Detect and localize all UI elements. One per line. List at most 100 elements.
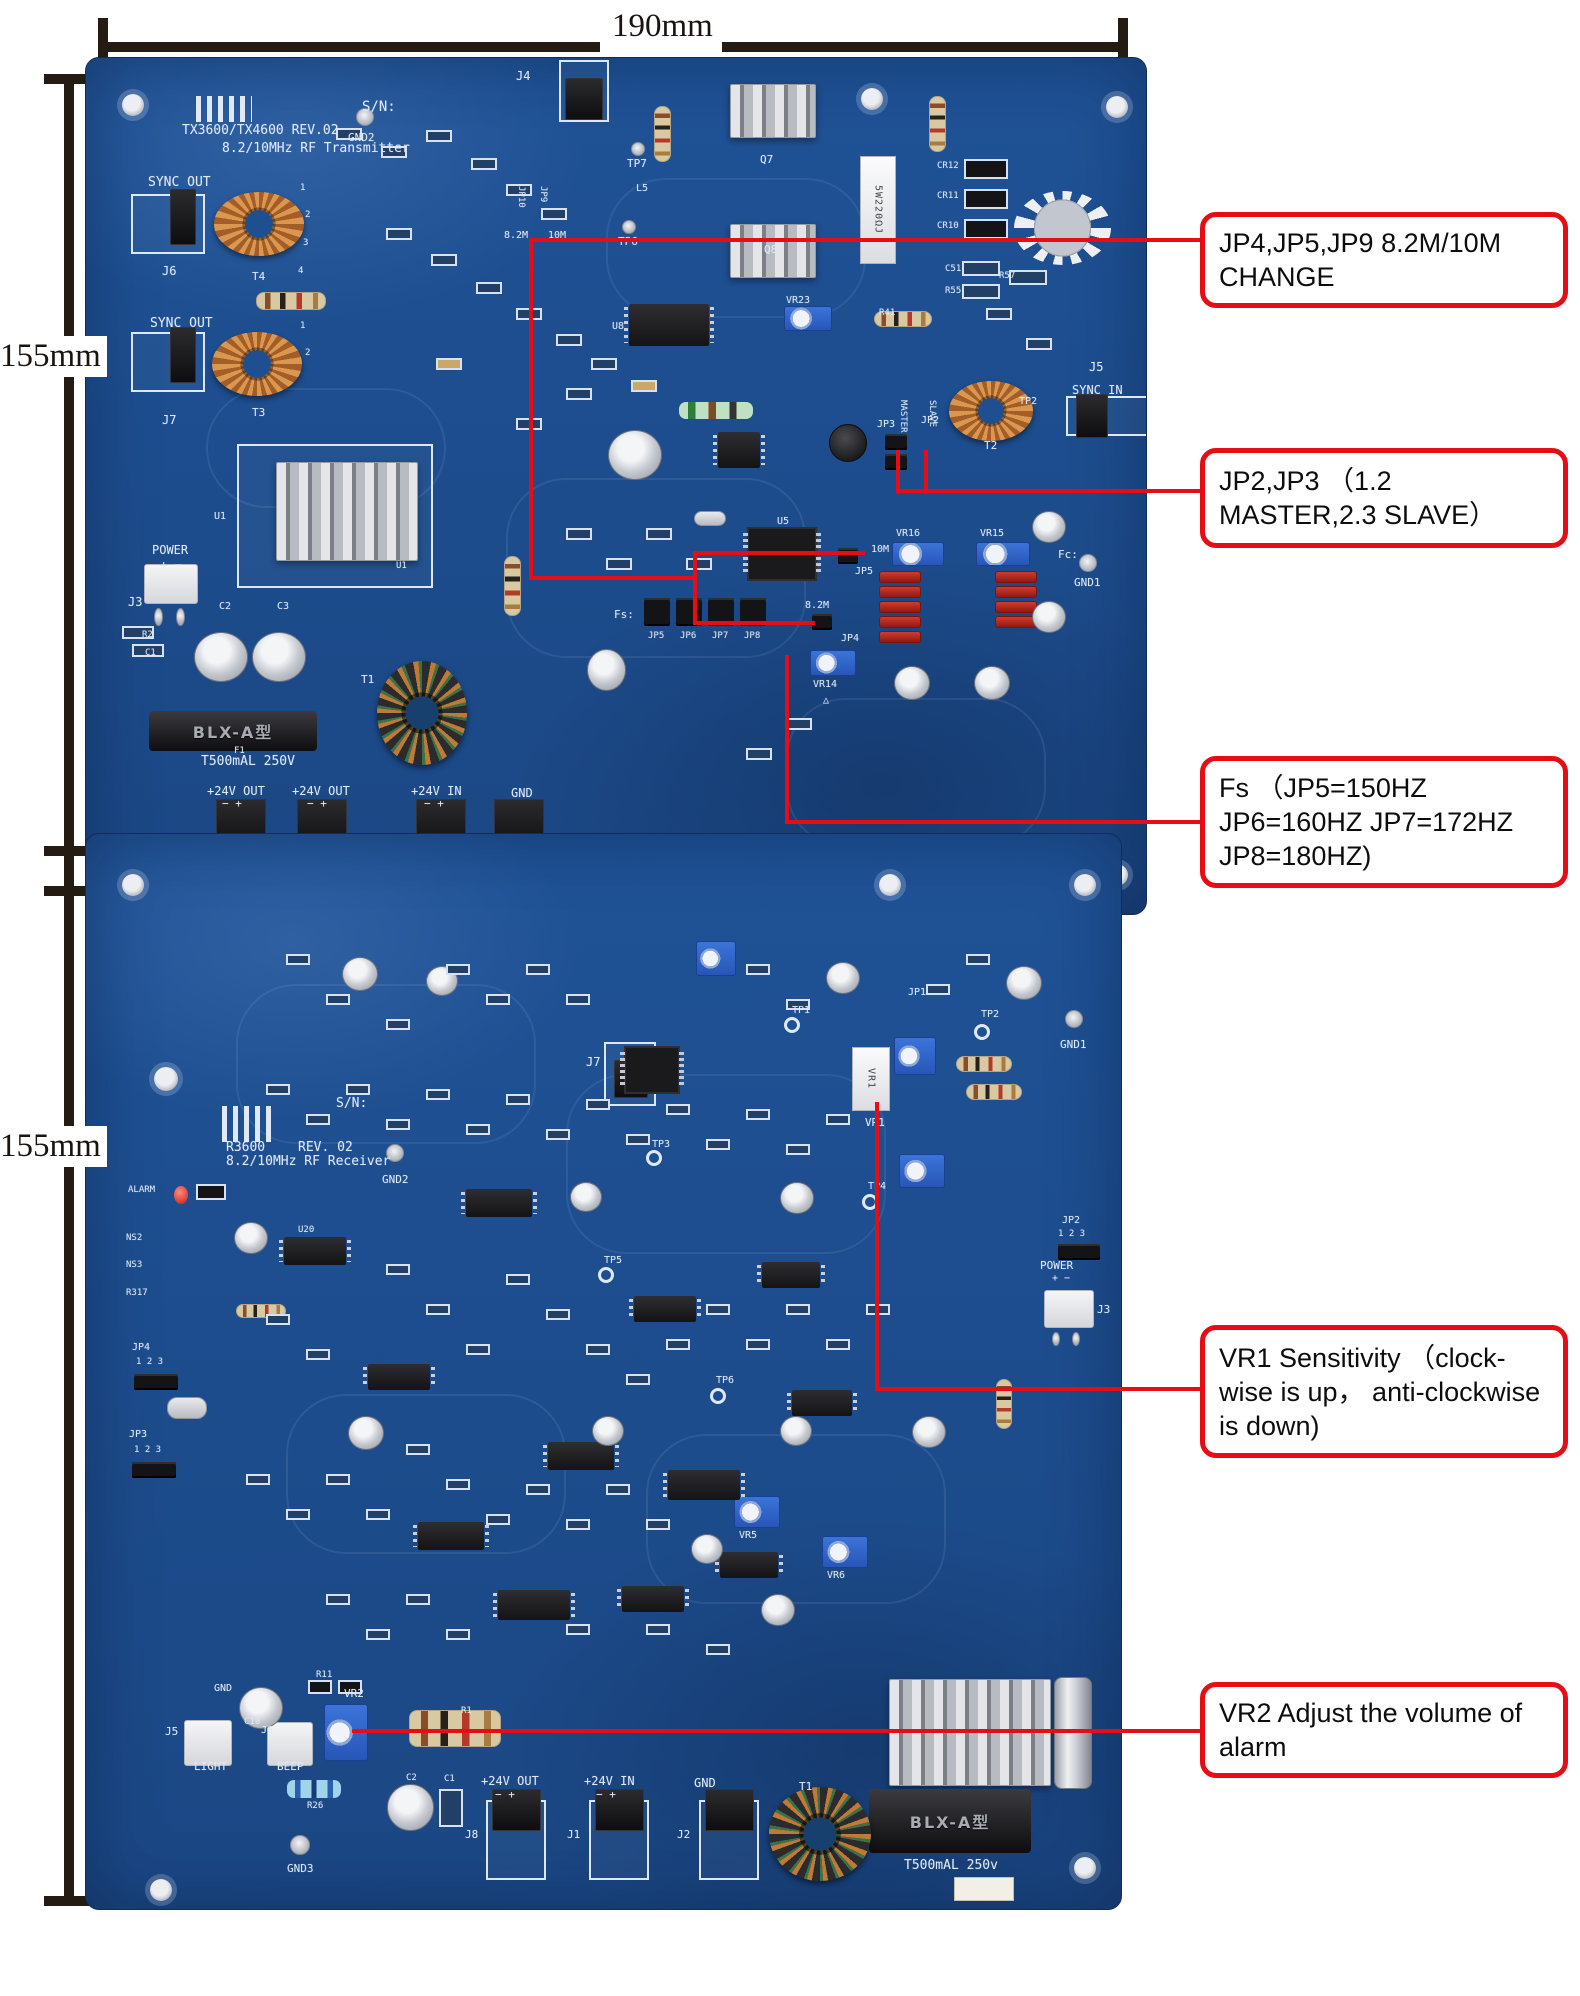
silkscreen-label: + − bbox=[160, 558, 182, 572]
silkscreen-label: GND1 bbox=[1060, 1038, 1087, 1051]
silkscreen-label: VR15 bbox=[980, 528, 1005, 539]
smd-component bbox=[646, 1624, 670, 1635]
silkscreen-label: REV. 02 bbox=[298, 1140, 353, 1155]
black-conn-component bbox=[170, 327, 196, 383]
smd-component bbox=[326, 1594, 350, 1605]
cap-component bbox=[894, 666, 930, 700]
silkscreen-label: JP10 bbox=[516, 186, 526, 208]
silkscreen-label: C10 bbox=[244, 1717, 261, 1727]
silkscreen-label: C2 bbox=[219, 601, 232, 612]
silkscreen-label: 1 bbox=[300, 321, 306, 331]
smd-component bbox=[286, 1509, 310, 1520]
pad-component bbox=[631, 142, 645, 156]
jumper-component bbox=[812, 614, 832, 630]
silkscreen-label: VR14 bbox=[813, 679, 838, 690]
silkscreen-label: JP3 bbox=[129, 1429, 148, 1440]
cap-component bbox=[342, 957, 378, 991]
smd-component bbox=[386, 1119, 410, 1130]
smd-component bbox=[566, 528, 592, 540]
trace-component bbox=[786, 698, 1046, 848]
silkscreen-label: 2 bbox=[305, 210, 311, 220]
black-conn-component bbox=[595, 1789, 644, 1831]
jumper-component bbox=[1058, 1244, 1100, 1260]
smd-component bbox=[746, 1109, 770, 1120]
pad-component bbox=[1079, 554, 1097, 572]
tp-component bbox=[646, 1150, 662, 1166]
hole-component bbox=[150, 1879, 172, 1901]
smd-black-component bbox=[196, 1184, 226, 1200]
smd-component bbox=[266, 1314, 290, 1325]
silkscreen-label: SLAVE bbox=[927, 400, 937, 428]
smd-component bbox=[486, 994, 510, 1005]
cap-component bbox=[1032, 511, 1066, 543]
trace-component bbox=[646, 1434, 946, 1604]
ic-component bbox=[757, 1262, 825, 1288]
smd-component bbox=[336, 128, 362, 140]
silkscreen-label: 10M bbox=[871, 544, 890, 555]
silkscreen-label: POWER bbox=[152, 543, 189, 557]
tp-component bbox=[710, 1388, 726, 1404]
silkscreen-label: VR6 bbox=[827, 1570, 846, 1581]
smd-black-component bbox=[308, 1680, 332, 1694]
smd-component bbox=[471, 158, 497, 170]
silkscreen-label: F1 bbox=[234, 746, 245, 756]
smd-tan-component bbox=[631, 380, 657, 392]
callout-vr1-sensitivity: VR1 Sensitivity （clock-wise is up， anti-… bbox=[1200, 1325, 1568, 1458]
smd-black-component bbox=[338, 1680, 362, 1694]
trimmer-component bbox=[976, 542, 1030, 566]
ruler-end-cap bbox=[44, 1896, 98, 1906]
silkscreen-label: TP6 bbox=[618, 235, 638, 248]
silkscreen-label: T500mAL 250v bbox=[904, 1858, 998, 1873]
cap-component bbox=[426, 966, 458, 996]
silkscreen-label: GND2 bbox=[382, 1173, 409, 1186]
silkscreen-label: J8 bbox=[465, 1828, 479, 1841]
silkscreen-label: J5 bbox=[1089, 360, 1104, 374]
smd-black-component bbox=[964, 219, 1008, 239]
smd-component bbox=[366, 1629, 390, 1640]
smd-component bbox=[546, 1129, 570, 1140]
cap-component bbox=[912, 1416, 946, 1448]
silkscreen-label: R3600 bbox=[226, 1140, 266, 1155]
silkscreen-label: +24V OUT bbox=[481, 1774, 539, 1788]
smd-component bbox=[626, 1374, 650, 1385]
hole-component bbox=[1074, 1857, 1096, 1879]
res-v-component bbox=[504, 556, 521, 616]
silkscreen-label: +24V IN bbox=[411, 784, 462, 798]
silkscreen-label: − + bbox=[307, 797, 327, 810]
smd-component bbox=[446, 1629, 470, 1640]
cap-component bbox=[974, 666, 1010, 700]
res-blue-component bbox=[287, 1780, 341, 1798]
silkscreen-label: JP5 bbox=[855, 566, 874, 577]
smd-component bbox=[1026, 338, 1052, 350]
trace-component bbox=[286, 1394, 566, 1554]
jumper-component bbox=[708, 598, 734, 626]
silkscreen-label: T1 bbox=[361, 673, 375, 686]
smd-component bbox=[516, 418, 542, 430]
trimmer-component bbox=[810, 650, 856, 676]
silkscreen-label: T2 bbox=[984, 439, 998, 452]
conn-white-component bbox=[267, 1722, 313, 1766]
cap-component bbox=[1006, 966, 1042, 1000]
silkscreen-label: GND bbox=[694, 1776, 716, 1790]
res-green-component bbox=[679, 402, 753, 419]
smd-component bbox=[606, 1484, 630, 1495]
smd-component bbox=[446, 964, 470, 975]
res-component bbox=[966, 1084, 1022, 1100]
hole-component bbox=[154, 1067, 178, 1091]
pad-component bbox=[176, 608, 185, 626]
silkscreen-label: TP4 bbox=[868, 1181, 887, 1192]
smd-component bbox=[306, 1349, 330, 1360]
hole-component bbox=[122, 874, 144, 896]
callout-text: JP8=180HZ) bbox=[1219, 841, 1372, 871]
ruler-end-cap bbox=[98, 18, 108, 76]
jumper-component bbox=[134, 1374, 178, 1390]
smd-component bbox=[526, 964, 550, 975]
silkscreen-label: CR11 bbox=[937, 191, 959, 201]
trimmer-component bbox=[822, 1536, 868, 1568]
smd-component bbox=[666, 1104, 690, 1115]
callout-text: VR2 Adjust the volume of bbox=[1219, 1698, 1523, 1728]
